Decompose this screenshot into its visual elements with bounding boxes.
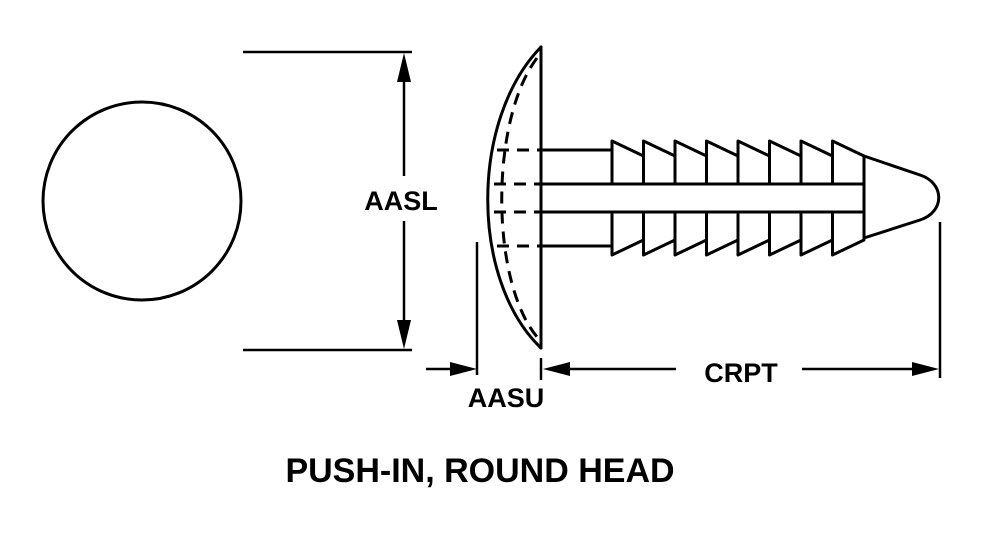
aasu-arrow-right xyxy=(450,362,477,376)
rib-bottom xyxy=(799,210,834,257)
rib-bottom xyxy=(705,210,740,257)
aasl-arrow-up xyxy=(397,53,411,82)
aasl-arrow-down xyxy=(397,320,411,349)
rib-bottom xyxy=(736,210,771,257)
rib-top xyxy=(736,139,771,186)
shank-tip xyxy=(862,154,941,240)
crpt-label: CRPT xyxy=(704,358,778,388)
rib-top xyxy=(705,139,740,186)
head-top-view-circle xyxy=(41,100,243,302)
rib-top xyxy=(831,139,866,186)
rib-bottom xyxy=(642,210,677,257)
rib-bottom xyxy=(768,210,803,257)
rib-top xyxy=(768,139,803,186)
aasl-label: AASL xyxy=(364,186,438,216)
head-dome-outline xyxy=(486,45,543,350)
rib-bottom xyxy=(673,210,708,257)
shank-ribs xyxy=(610,139,866,257)
crpt-arrow-right xyxy=(912,362,939,376)
rib-bottom xyxy=(831,210,866,257)
rib-top xyxy=(799,139,834,186)
rib-top xyxy=(642,139,677,186)
head-dome-hidden-line xyxy=(500,57,539,338)
aasu-label: AASU xyxy=(468,383,545,413)
rib-top xyxy=(673,139,708,186)
rib-top xyxy=(610,139,645,186)
crpt-arrow-left xyxy=(543,362,570,376)
rib-bottom xyxy=(610,210,645,257)
diagram-title: PUSH-IN, ROUND HEAD xyxy=(285,452,674,490)
